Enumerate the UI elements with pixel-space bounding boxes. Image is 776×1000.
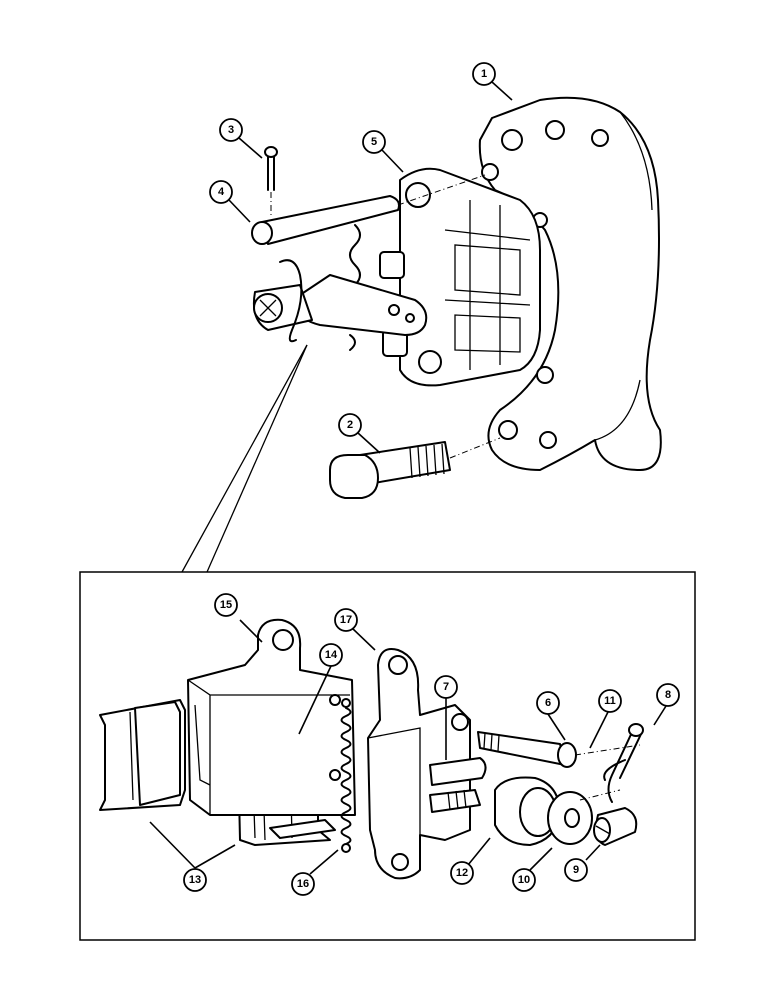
svg-text:13: 13 [189, 874, 201, 886]
stud-7 [429, 757, 487, 813]
svg-text:1: 1 [481, 68, 487, 80]
detail-pointer-line-right [206, 344, 308, 573]
svg-text:14: 14 [325, 649, 338, 661]
bolt [329, 441, 451, 499]
leader-lines [149, 81, 667, 875]
brake-caliper-body [349, 167, 541, 387]
svg-text:7: 7 [443, 681, 449, 693]
callout-7: 7 [434, 675, 458, 699]
svg-text:15: 15 [220, 599, 232, 611]
callout-13: 13 [183, 868, 207, 892]
svg-text:10: 10 [518, 874, 530, 886]
detail-centerline-2 [579, 789, 621, 801]
svg-text:17: 17 [340, 614, 352, 626]
caliper-mounting-bracket [478, 96, 662, 471]
svg-text:12: 12 [456, 867, 468, 879]
svg-text:4: 4 [218, 186, 225, 198]
svg-text:16: 16 [297, 878, 309, 890]
detail-centerline-1 [574, 744, 641, 756]
exploded-detail-frame [79, 571, 696, 941]
callout-15: 15 [214, 593, 238, 617]
svg-text:2: 2 [347, 419, 353, 431]
svg-text:6: 6 [545, 697, 551, 709]
callout-17: 17 [334, 608, 358, 632]
callout-11: 11 [598, 689, 622, 713]
svg-text:3: 3 [228, 124, 234, 136]
pivot-pin [251, 195, 400, 245]
callout-12: 12 [450, 861, 474, 885]
callout-8: 8 [656, 683, 680, 707]
callout-16: 16 [291, 872, 315, 896]
bolt-centerline [449, 437, 501, 459]
housing-15 [187, 618, 356, 816]
callout-14: 14 [319, 643, 343, 667]
callout-3: 3 [219, 118, 243, 142]
pin-6 [477, 731, 577, 768]
split-pin-8 [603, 723, 644, 803]
cotter-pin [264, 146, 278, 191]
svg-text:11: 11 [604, 695, 616, 707]
callout-1: 1 [472, 62, 496, 86]
nut-9 [593, 807, 638, 846]
callout-2: 2 [338, 413, 362, 437]
lever-and-adjuster [252, 259, 428, 343]
spring-16 [340, 698, 352, 853]
brake-pad-13a [99, 699, 186, 811]
callout-6: 6 [536, 691, 560, 715]
callout-5: 5 [362, 130, 386, 154]
callout-4: 4 [209, 180, 233, 204]
detail-pointer-line-left [181, 344, 308, 573]
pin-centerline [397, 174, 486, 206]
callout-9: 9 [564, 858, 588, 882]
washer-10 [547, 791, 593, 845]
callout-10: 10 [512, 868, 536, 892]
svg-text:9: 9 [573, 864, 579, 876]
svg-text:8: 8 [665, 689, 671, 701]
svg-text:5: 5 [371, 136, 377, 148]
